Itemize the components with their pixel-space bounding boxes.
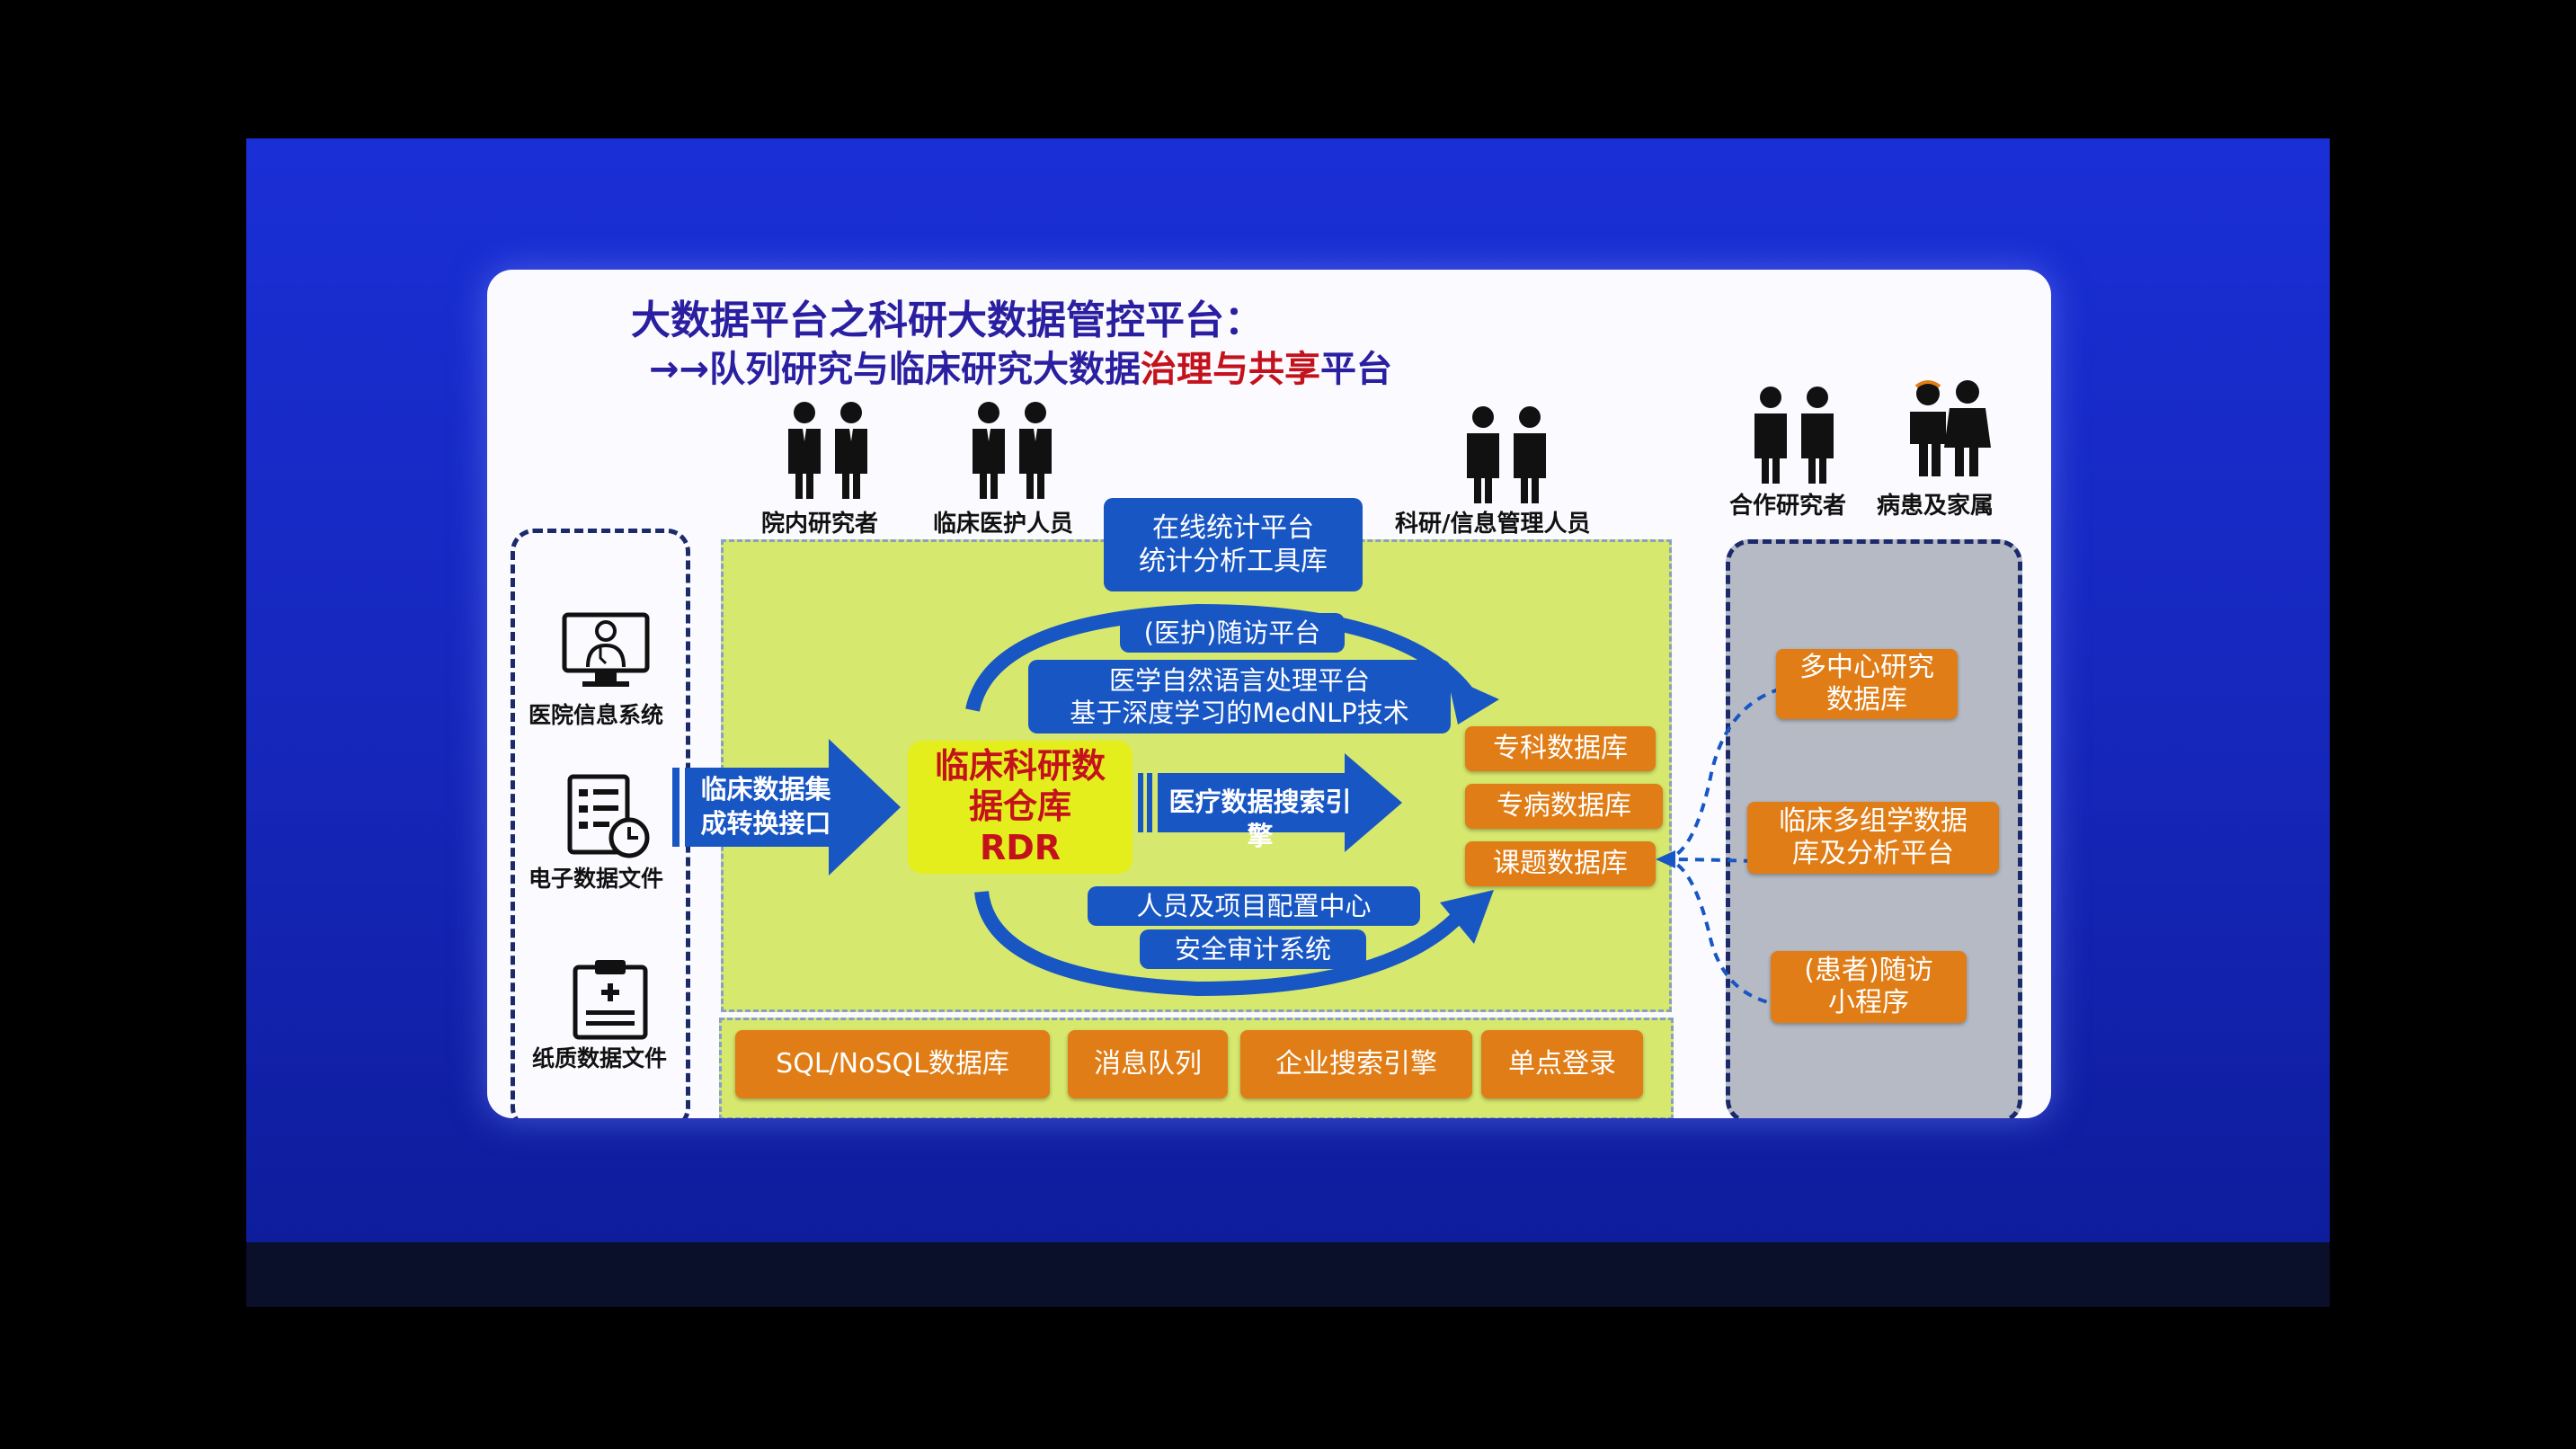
interface-arrow xyxy=(672,739,901,876)
people-icon xyxy=(1467,406,1546,503)
followup-platform: (医护)随访平台 xyxy=(1120,613,1345,653)
single-sign-on: 单点登录 xyxy=(1481,1030,1643,1098)
rdr-line2: 据仓库 xyxy=(968,787,1071,827)
sql-nosql-database: SQL/NoSQL数据库 xyxy=(735,1030,1050,1098)
enterprise-search: 企业搜索引擎 xyxy=(1240,1030,1472,1098)
omics-line2: 库及分析平台 xyxy=(1792,838,1954,869)
family-icon xyxy=(1910,380,1991,476)
config-center: 人员及项目配置中心 xyxy=(1088,886,1420,926)
clipboard-icon xyxy=(573,960,648,1040)
rdr-warehouse: 临床科研数 据仓库 RDR xyxy=(908,741,1133,874)
audit-system: 安全审计系统 xyxy=(1140,929,1366,969)
project-database: 课题数据库 xyxy=(1465,841,1656,886)
search-engine-arrow xyxy=(1138,753,1402,852)
patient-followup-miniprogram: (患者)随访 小程序 xyxy=(1771,951,1967,1023)
people-icon xyxy=(973,402,1052,499)
stage-floor xyxy=(246,1242,2330,1307)
disease-database: 专病数据库 xyxy=(1465,784,1663,829)
message-queue: 消息队列 xyxy=(1068,1030,1228,1098)
presentation-slide: 大数据平台之科研大数据管控平台： →→队列研究与临床研究大数据治理与共享平台 院… xyxy=(487,270,2051,1118)
online-stats-line1: 在线统计平台 xyxy=(1152,511,1314,544)
label-his: 医院信息系统 xyxy=(529,702,664,728)
subtitle-highlight: 治理与共享 xyxy=(1141,349,1321,390)
omics-line1: 临床多组学数据 xyxy=(1779,805,1968,837)
label-electronic-files: 电子数据文件 xyxy=(529,866,664,892)
slide-subtitle: →→队列研究与临床研究大数据治理与共享平台 xyxy=(649,340,1392,392)
patient-line2: 小程序 xyxy=(1828,987,1909,1018)
rdr-line3: RDR xyxy=(979,827,1061,867)
nlp-platform: 医学自然语言处理平台 基于深度学习的MedNLP技术 xyxy=(1028,660,1451,733)
label-internal-researchers: 院内研究者 xyxy=(761,511,879,538)
multicenter-line2: 数据库 xyxy=(1826,684,1907,716)
subtitle-prefix: →→队列研究与临床研究大数据 xyxy=(649,349,1141,390)
interface-line1: 临床数据集 xyxy=(700,774,831,805)
nlp-line2: 基于深度学习的MedNLP技术 xyxy=(1070,698,1409,728)
label-clinical-staff: 临床医护人员 xyxy=(933,511,1074,538)
online-stats-platform: 在线统计平台 统计分析工具库 xyxy=(1104,498,1363,591)
search-engine-label: 医疗数据搜索引擎 xyxy=(1168,787,1352,851)
multicenter-line1: 多中心研究 xyxy=(1799,652,1934,683)
label-research-admin: 科研/信息管理人员 xyxy=(1395,511,1591,538)
rdr-line1: 临床科研数 xyxy=(934,745,1106,786)
people-icon xyxy=(788,402,867,499)
interface-label: 临床数据集 成转换接口 xyxy=(685,773,847,840)
label-paper-files: 纸质数据文件 xyxy=(532,1045,668,1071)
label-patients-family: 病患及家属 xyxy=(1877,493,1994,520)
patient-line1: (患者)随访 xyxy=(1804,955,1933,986)
nlp-line1: 医学自然语言处理平台 xyxy=(1108,664,1370,696)
doctor-monitor-icon xyxy=(562,612,650,687)
subtitle-suffix: 平台 xyxy=(1320,349,1393,390)
cycle-arrows xyxy=(965,603,1499,997)
multicenter-database: 多中心研究 数据库 xyxy=(1776,649,1958,719)
document-clock-icon xyxy=(567,774,650,858)
interface-line2: 成转换接口 xyxy=(700,807,831,839)
slide-title: 大数据平台之科研大数据管控平台： xyxy=(631,298,1264,343)
people-icon xyxy=(1754,387,1834,484)
online-stats-line2: 统计分析工具库 xyxy=(1139,546,1328,577)
label-collaborators: 合作研究者 xyxy=(1729,493,1847,520)
specialty-database: 专科数据库 xyxy=(1465,726,1656,771)
omics-platform: 临床多组学数据 库及分析平台 xyxy=(1747,802,1999,874)
